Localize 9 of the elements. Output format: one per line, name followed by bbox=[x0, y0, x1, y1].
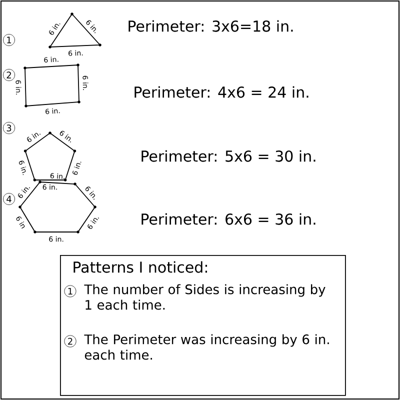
note-box: Patterns I noticed: 1 The number of Sides is increasing by 1 each time. 2 The Perimeter was increasing by 6 in. each time. bbox=[60, 255, 346, 396]
callout-number: 3 bbox=[2, 122, 16, 134]
perimeter-text: Perimeter: 4x6 = 24 in. bbox=[134, 86, 308, 98]
perimeter-text: Perimeter: 6x6 = 36 in. bbox=[142, 213, 316, 225]
callout-number: 1 bbox=[3, 34, 15, 46]
callout-number: 4 bbox=[3, 193, 15, 205]
perimeter-text: Perimeter: 5x6 = 30 in. bbox=[142, 150, 316, 162]
callout-number: 2 bbox=[2, 68, 16, 82]
perimeter-text: Perimeter: 3x6=18 in. bbox=[128, 20, 293, 32]
